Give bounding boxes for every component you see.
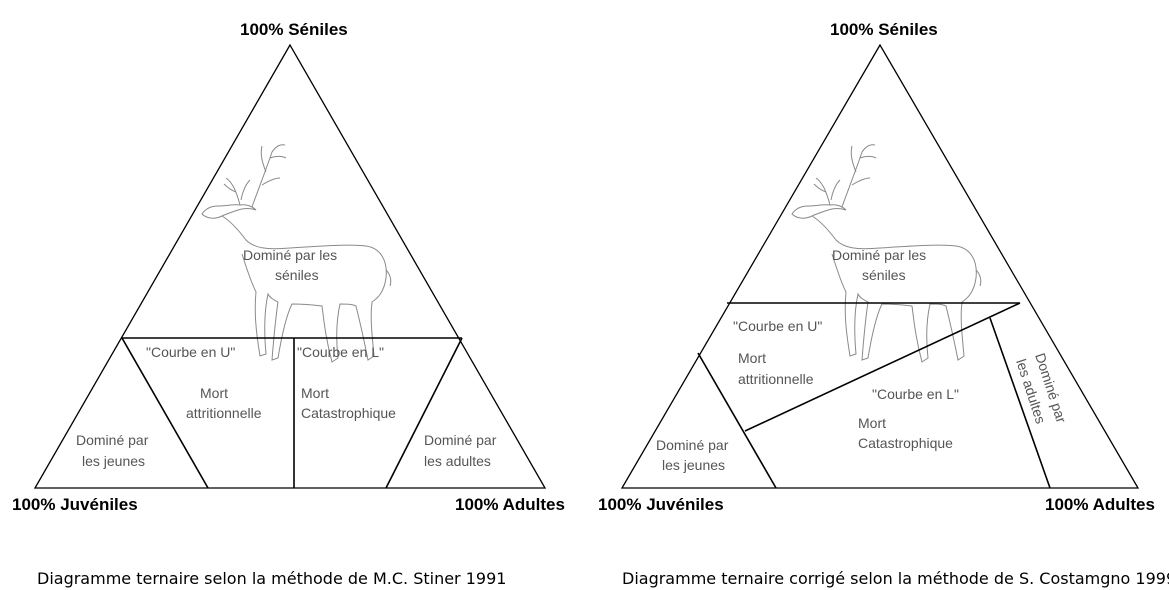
left-vertex-adultes: 100% Adultes [455, 495, 565, 514]
left-label-courbe-u: "Courbe en U" [146, 344, 235, 360]
right-adult-boundary [989, 317, 1051, 489]
left-region-seniles-line1: Dominé par les [243, 247, 337, 263]
left-vertex-juveniles: 100% Juvéniles [12, 495, 138, 514]
left-juvenile-boundary [121, 337, 209, 489]
right-vertex-juveniles: 100% Juvéniles [598, 495, 724, 514]
right-label-jeunes-2: les jeunes [662, 457, 725, 473]
right-label-mort-catastrophique-2: Catastrophique [858, 435, 953, 451]
right-region-seniles-line1: Dominé par les [832, 247, 926, 263]
left-label-mort-catastrophique-1: Mort [301, 385, 329, 401]
right-label-mort-catastrophique-1: Mort [858, 415, 886, 431]
left-label-mort-attritionnelle-1: Mort [200, 385, 228, 401]
right-diagonal-divider [744, 302, 1021, 432]
right-label-mort-attritionnelle-2: attritionnelle [738, 371, 814, 387]
right-label-courbe-l: "Courbe en L" [872, 386, 959, 402]
left-label-adultes-2: les adultes [424, 453, 491, 469]
left-vertex-seniles: 100% Séniles [240, 20, 348, 39]
right-label-courbe-u: "Courbe en U" [733, 318, 822, 334]
left-label-mort-attritionnelle-2: attritionnelle [186, 405, 262, 421]
left-label-courbe-l: "Courbe en L" [297, 344, 384, 360]
left-ternary-diagram: 100% Séniles 100% Juvéniles 100% Adultes… [12, 20, 565, 588]
left-label-jeunes-1: Dominé par [76, 432, 149, 448]
left-adult-boundary [385, 337, 463, 489]
right-vertex-seniles: 100% Séniles [830, 20, 938, 39]
right-label-mort-attritionnelle-1: Mort [738, 350, 766, 366]
right-label-jeunes-1: Dominé par [656, 437, 729, 453]
left-triangle-outline [33, 43, 547, 489]
right-juvenile-boundary [697, 352, 777, 489]
left-caption: Diagramme ternaire selon la méthode de M… [37, 569, 506, 588]
right-ternary-diagram: 100% Séniles 100% Juvéniles 100% Adultes… [598, 20, 1169, 588]
right-region-seniles-line2: séniles [862, 267, 906, 283]
left-label-jeunes-2: les jeunes [82, 453, 145, 469]
right-caption: Diagramme ternaire corrigé selon la méth… [622, 569, 1169, 588]
left-label-adultes-1: Dominé par [424, 432, 497, 448]
right-vertex-adultes: 100% Adultes [1045, 495, 1155, 514]
right-triangle-outline [620, 43, 1140, 489]
left-region-seniles-line2: séniles [275, 267, 319, 283]
left-label-mort-catastrophique-2: Catastrophique [301, 405, 396, 421]
